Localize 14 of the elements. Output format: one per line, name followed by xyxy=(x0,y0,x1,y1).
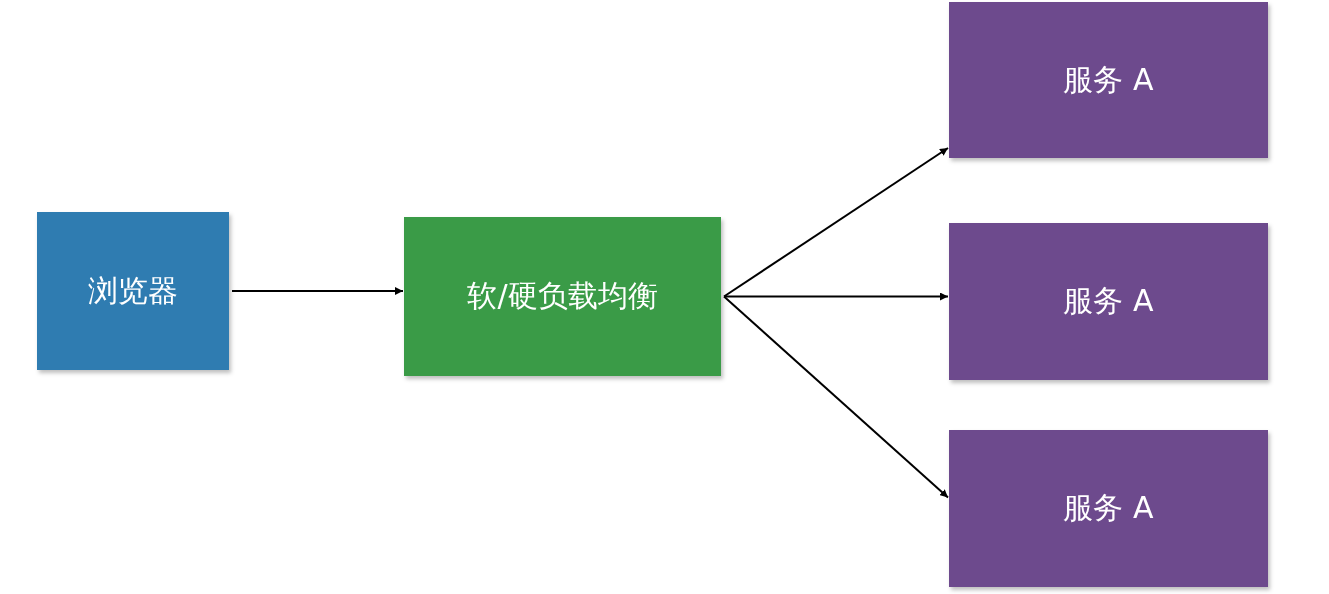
arrow xyxy=(723,147,949,298)
node-label: 服务 A xyxy=(1063,60,1154,99)
load-balancer-box xyxy=(404,217,721,376)
arrow xyxy=(723,295,949,499)
service-box xyxy=(949,223,1268,380)
service-box xyxy=(949,430,1268,587)
browser-box xyxy=(37,212,229,370)
arrow xyxy=(231,287,404,295)
node-label: 浏览器 xyxy=(88,271,178,310)
node-label: 服务 A xyxy=(1063,489,1154,527)
service-box xyxy=(949,2,1268,158)
node-label: 服务 A xyxy=(1063,282,1154,320)
arrow xyxy=(723,292,949,301)
node-label: 软/硬负载均衡 xyxy=(467,277,658,315)
